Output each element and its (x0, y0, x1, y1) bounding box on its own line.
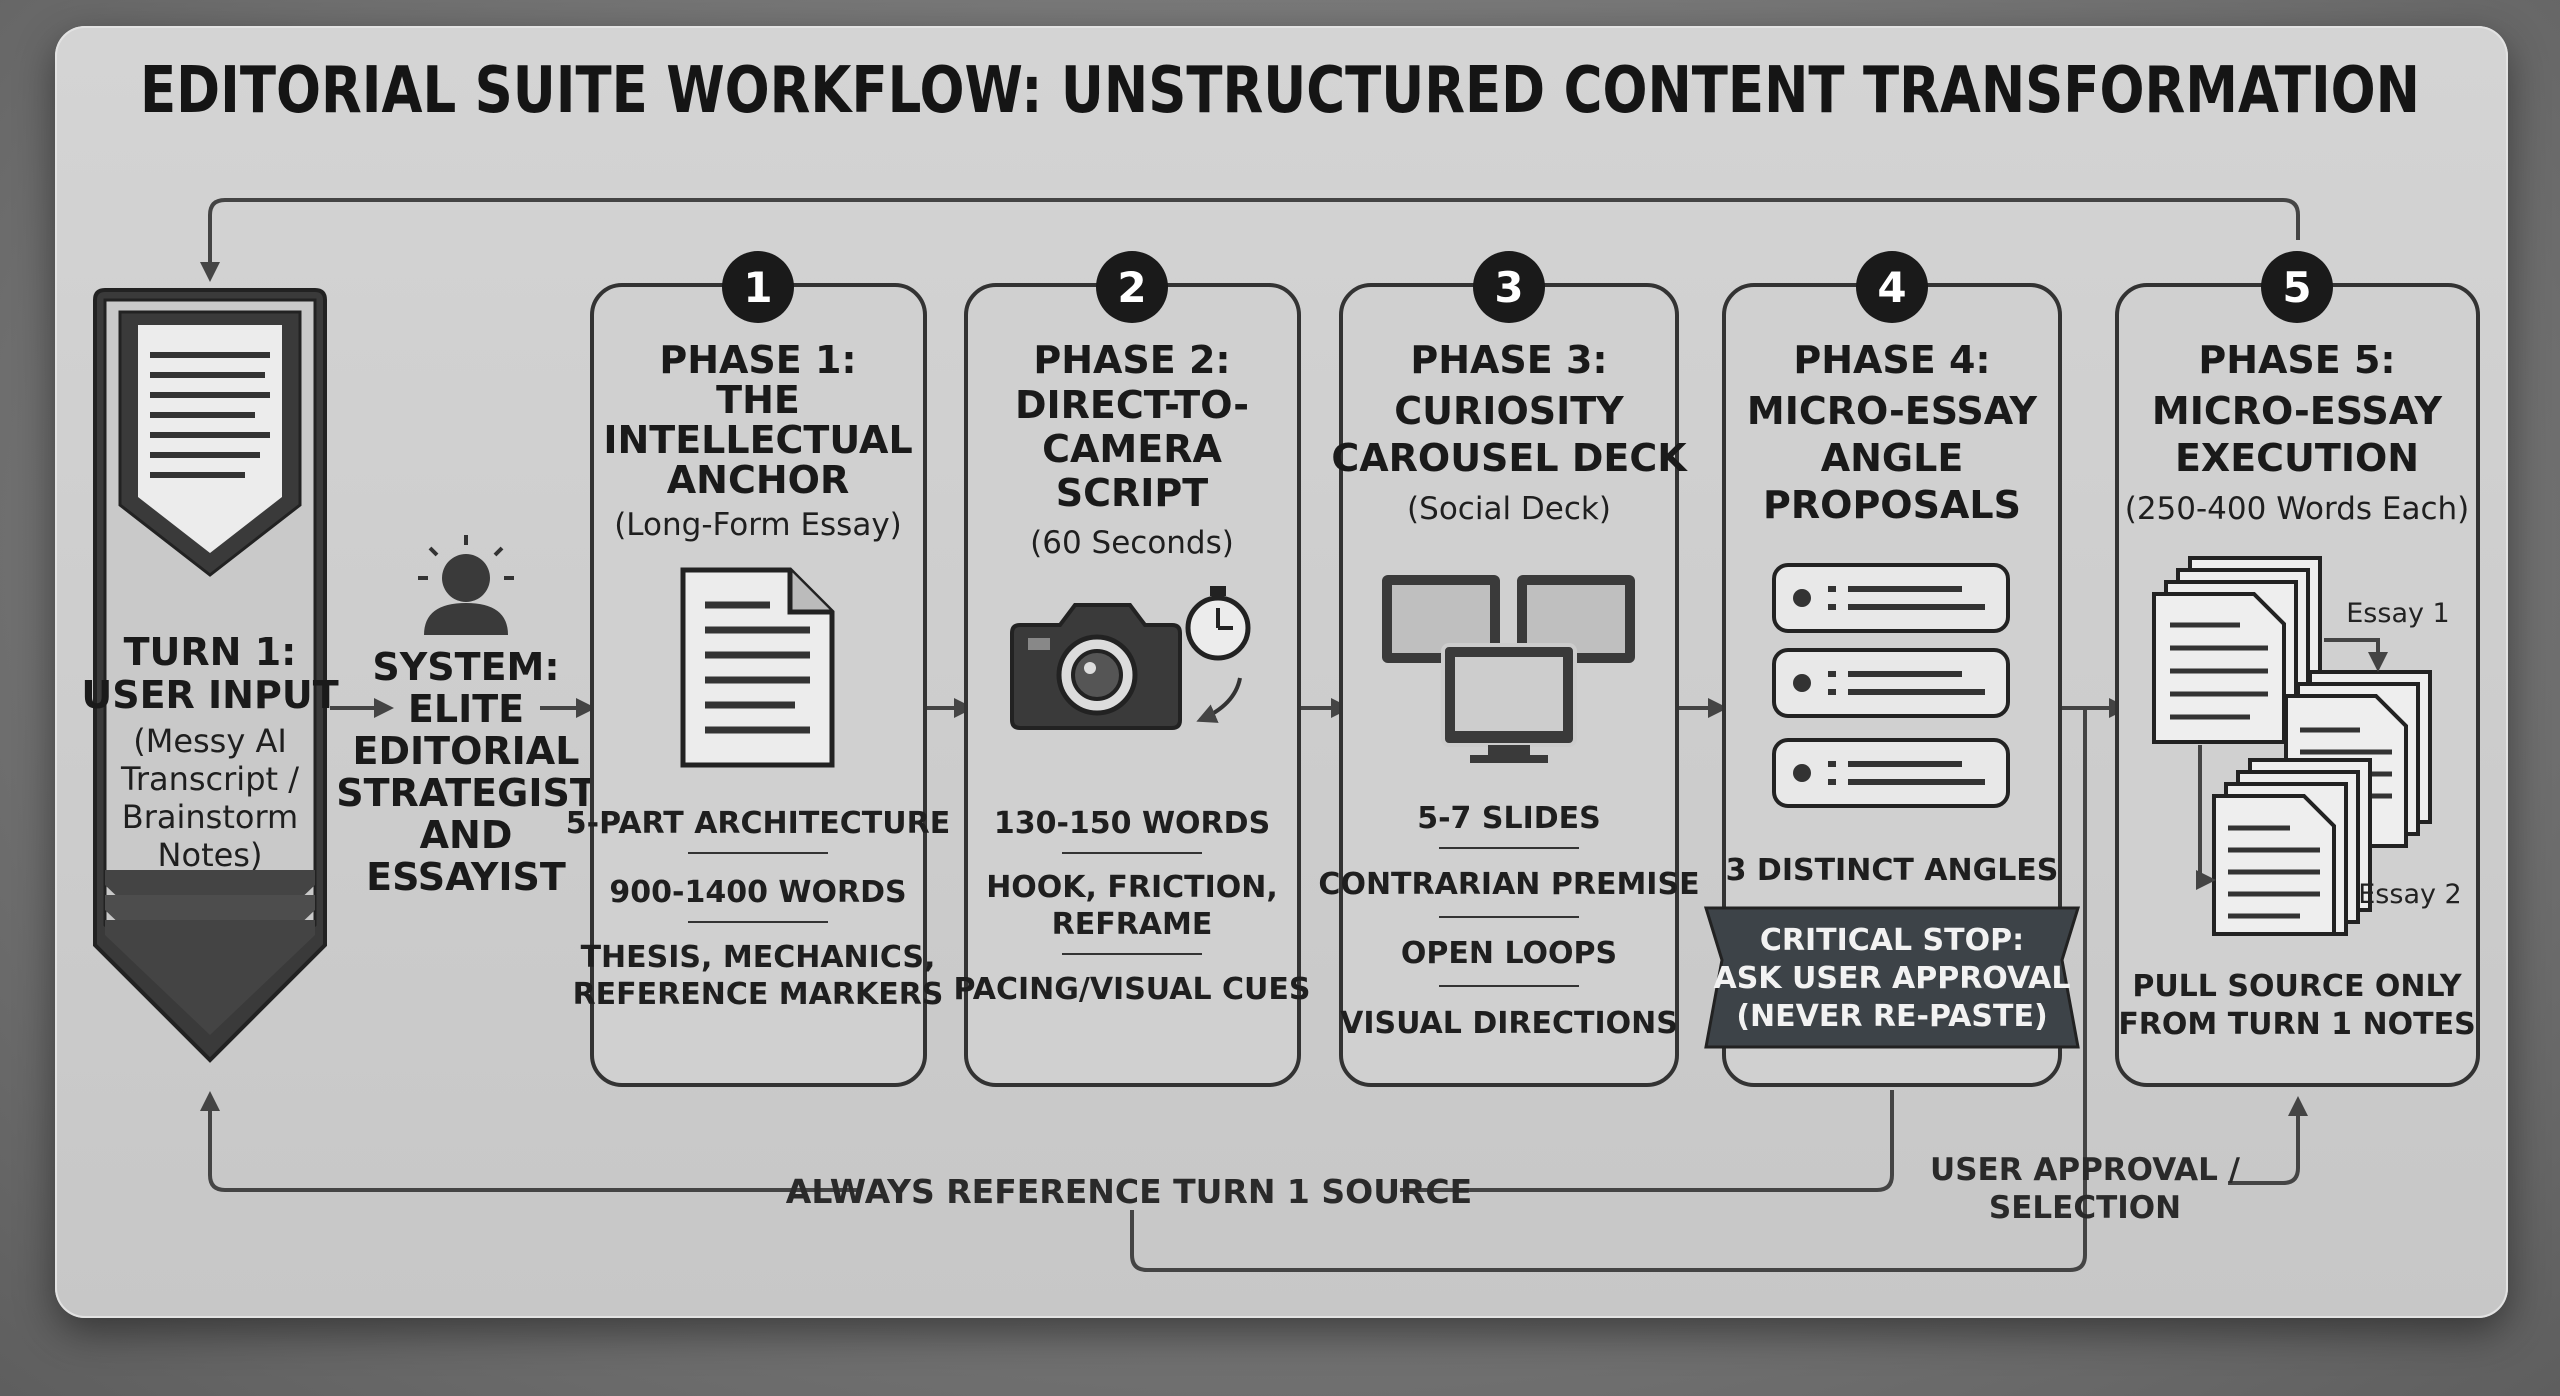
system-heading-2: ELITE (408, 687, 524, 731)
phase-4-heading-3: ANGLE (1821, 436, 1964, 480)
phase-3-heading-2: CURIOSITY (1394, 389, 1624, 433)
phase-1-heading-2: THE (716, 378, 800, 422)
phase-4-heading-4: PROPOSALS (1763, 483, 2021, 527)
monitor-icon (1382, 575, 1635, 763)
input-sub-2: Transcript / (120, 760, 299, 798)
phase-3-card: 3 PHASE 3: CURIOSITY CAROUSEL DECK (Soci… (1318, 251, 1700, 1087)
phase-1-bullet-3a: THESIS, MECHANICS, (581, 940, 936, 975)
system-heading-5: AND (420, 813, 513, 857)
phase-1-sub: (Long-Form Essay) (614, 507, 902, 543)
phase-2-bullet-3: PACING/VISUAL CUES (954, 972, 1311, 1007)
system-heading-6: ESSAYIST (366, 855, 566, 899)
phase-5-heading-3: EXECUTION (2175, 436, 2419, 480)
phase-5-bullet-1b: FROM TURN 1 NOTES (2118, 1007, 2475, 1042)
phase-3-sub: (Social Deck) (1407, 491, 1611, 527)
essay-1-label: Essay 1 (2346, 598, 2449, 629)
phase-3-heading-1: PHASE 3: (1410, 338, 1607, 382)
phase-5-sub: (250-400 Words Each) (2125, 491, 2470, 527)
phase-3-bullet-1: 5-7 SLIDES (1417, 801, 1601, 836)
banner-line-1: CRITICAL STOP: (1760, 923, 2024, 958)
approval-arrow-to-phase-5 (2228, 1096, 2308, 1185)
input-heading-1: TURN 1: (124, 630, 297, 674)
system-heading-4: STRATEGIST (336, 771, 596, 815)
input-sub-4: Notes) (158, 836, 263, 874)
phase-5-bullet-1a: PULL SOURCE ONLY (2132, 969, 2463, 1004)
phase-1-heading-3: INTELLECTUAL (603, 418, 912, 462)
phase-3-heading-3: CAROUSEL DECK (1331, 436, 1688, 480)
phase-5-number: 5 (2282, 263, 2311, 312)
user-icon (418, 535, 514, 635)
phase-4-heading-2: MICRO-ESSAY (1747, 389, 2038, 433)
phase-3-number: 3 (1494, 263, 1523, 312)
phase-4-bullet-1: 3 DISTINCT ANGLES (1726, 853, 2059, 888)
critical-stop-banner: CRITICAL STOP: ASK USER APPROVAL (NEVER … (1703, 906, 2081, 1049)
phase-2-heading-2: DIRECT-TO- (1015, 383, 1249, 427)
phase-2-number: 2 (1117, 263, 1146, 312)
phase-2-bullet-2a: HOOK, FRICTION, (986, 870, 1278, 905)
system-node: SYSTEM: ELITE EDITORIAL STRATEGIST AND E… (336, 535, 596, 899)
system-heading-3: EDITORIAL (353, 729, 580, 773)
phase-3-bullet-4: VISUAL DIRECTIONS (1340, 1006, 1678, 1041)
phase-1-heading-1: PHASE 1: (659, 338, 856, 382)
stopwatch-icon (1185, 586, 1251, 723)
phase-2-sub: (60 Seconds) (1030, 525, 1234, 561)
phase-1-number: 1 (743, 263, 772, 312)
banner-line-2: ASK USER APPROVAL (1713, 961, 2070, 996)
phase-5-heading-2: MICRO-ESSAY (2152, 389, 2443, 433)
reference-loop-label: ALWAYS REFERENCE TURN 1 SOURCE (786, 1172, 1472, 1211)
reference-loop-right (1400, 1090, 1894, 1192)
input-sub-3: Brainstorm (122, 798, 298, 836)
approval-label-2: SELECTION (1989, 1190, 2181, 1226)
system-heading-1: SYSTEM: (372, 645, 559, 689)
phase-4-card: 4 PHASE 4: MICRO-ESSAY ANGLE PROPOSALS 3… (1703, 251, 2081, 1087)
phase-4-number: 4 (1877, 263, 1906, 312)
page-title: EDITORIAL SUITE WORKFLOW: UNSTRUCTURED C… (140, 54, 2420, 128)
stack-icon (2152, 556, 2432, 936)
phase-3-bullet-3: OPEN LOOPS (1401, 936, 1617, 971)
phase-2-heading-3: CAMERA (1042, 427, 1222, 471)
document-icon (150, 352, 270, 478)
file-icon (680, 567, 835, 768)
essay-2-label: Essay 2 (2358, 879, 2461, 910)
input-sub-1: (Messy AI (133, 722, 287, 760)
list-icon (1772, 563, 2010, 808)
camera-icon (1010, 603, 1182, 730)
reference-loop-left (200, 1091, 858, 1192)
phase-4-heading-1: PHASE 4: (1793, 338, 1990, 382)
phase-1-bullet-3b: REFERENCE MARKERS (573, 977, 944, 1012)
phase-5-heading-1: PHASE 5: (2198, 338, 2395, 382)
phase-1-bullet-1: 5-PART ARCHITECTURE (566, 806, 950, 841)
phase-2-heading-4: SCRIPT (1056, 471, 1209, 515)
approval-label-1: USER APPROVAL / (1930, 1152, 2241, 1188)
approval-loop (1130, 708, 2087, 1272)
phase-2-bullet-2b: REFRAME (1052, 907, 1213, 942)
input-heading-2: USER INPUT (81, 673, 338, 717)
banner-line-3: (NEVER RE-PASTE) (1736, 999, 2047, 1034)
input-tag: TURN 1: USER INPUT (Messy AI Transcript … (81, 288, 339, 1063)
phase-3-bullet-2: CONTRARIAN PREMISE (1318, 867, 1699, 902)
phase-1-heading-4: ANCHOR (667, 458, 849, 502)
phase-1-card: 1 PHASE 1: THE INTELLECTUAL ANCHOR (Long… (566, 251, 950, 1087)
phase-2-heading-1: PHASE 2: (1033, 338, 1230, 382)
phase-2-bullet-1: 130-150 WORDS (994, 806, 1270, 841)
phase-1-bullet-2: 900-1400 WORDS (609, 875, 906, 910)
phase-5-card: 5 PHASE 5: MICRO-ESSAY EXECUTION (250-40… (2115, 251, 2480, 1087)
phase-2-card: 2 PHASE 2: DIRECT-TO- CAMERA SCRIPT (60 … (954, 251, 1311, 1087)
top-loop-arrow (200, 198, 2300, 282)
